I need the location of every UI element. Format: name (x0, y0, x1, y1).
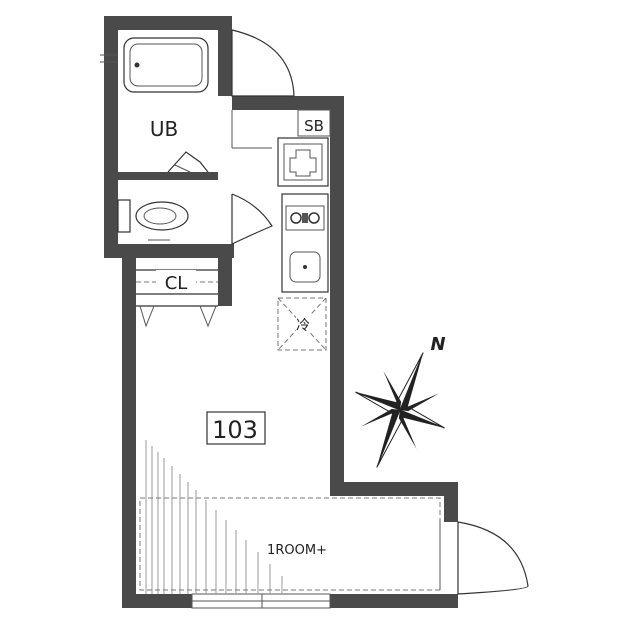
wall-bath-right-upper (218, 16, 232, 96)
bath-door (167, 151, 209, 173)
fridge-space (277, 297, 327, 351)
window-bottom (191, 593, 331, 609)
wall-balcony-top (330, 482, 458, 496)
compass-rose (355, 352, 445, 468)
wall-bottom-left (122, 594, 192, 608)
loft-outline (139, 497, 441, 591)
toilet-door (231, 193, 273, 245)
closet-label-bg (156, 270, 196, 292)
unit-number: 103 (212, 416, 258, 444)
kitchen-counter (281, 193, 329, 293)
balcony-door (457, 521, 529, 595)
toilet (117, 199, 189, 241)
wall-bath-left (104, 16, 118, 258)
wall-kitchen-right (330, 96, 344, 496)
wall-bottom-right (330, 594, 458, 608)
wall-toilet-bottom (104, 244, 234, 258)
wall-entry-top (232, 96, 344, 110)
entrance-door (231, 29, 295, 97)
walls (104, 16, 458, 608)
bath-tiny-vent (100, 54, 118, 63)
fridge-label: 冷 (296, 318, 310, 334)
wall-closet-right (218, 258, 232, 306)
floor-hatching (145, 440, 283, 594)
compass-north-label: N (430, 334, 445, 355)
bathtub (123, 37, 209, 93)
wall-bath-top (104, 16, 232, 30)
shoebox (297, 109, 331, 137)
layout-type-label: 1ROOM+ (267, 543, 327, 558)
sink (289, 251, 321, 283)
stove (285, 205, 325, 231)
wall-room-left (122, 258, 136, 608)
wall-bath-toilet-divider (118, 172, 218, 180)
shoebox-label: SB (304, 117, 324, 135)
washer-pan (277, 137, 329, 187)
entry-step (231, 110, 272, 149)
wall-balcony-right (444, 482, 458, 522)
bath-label: UB (150, 117, 178, 141)
unit-number-box (206, 411, 266, 445)
closet-label: CL (165, 273, 188, 294)
